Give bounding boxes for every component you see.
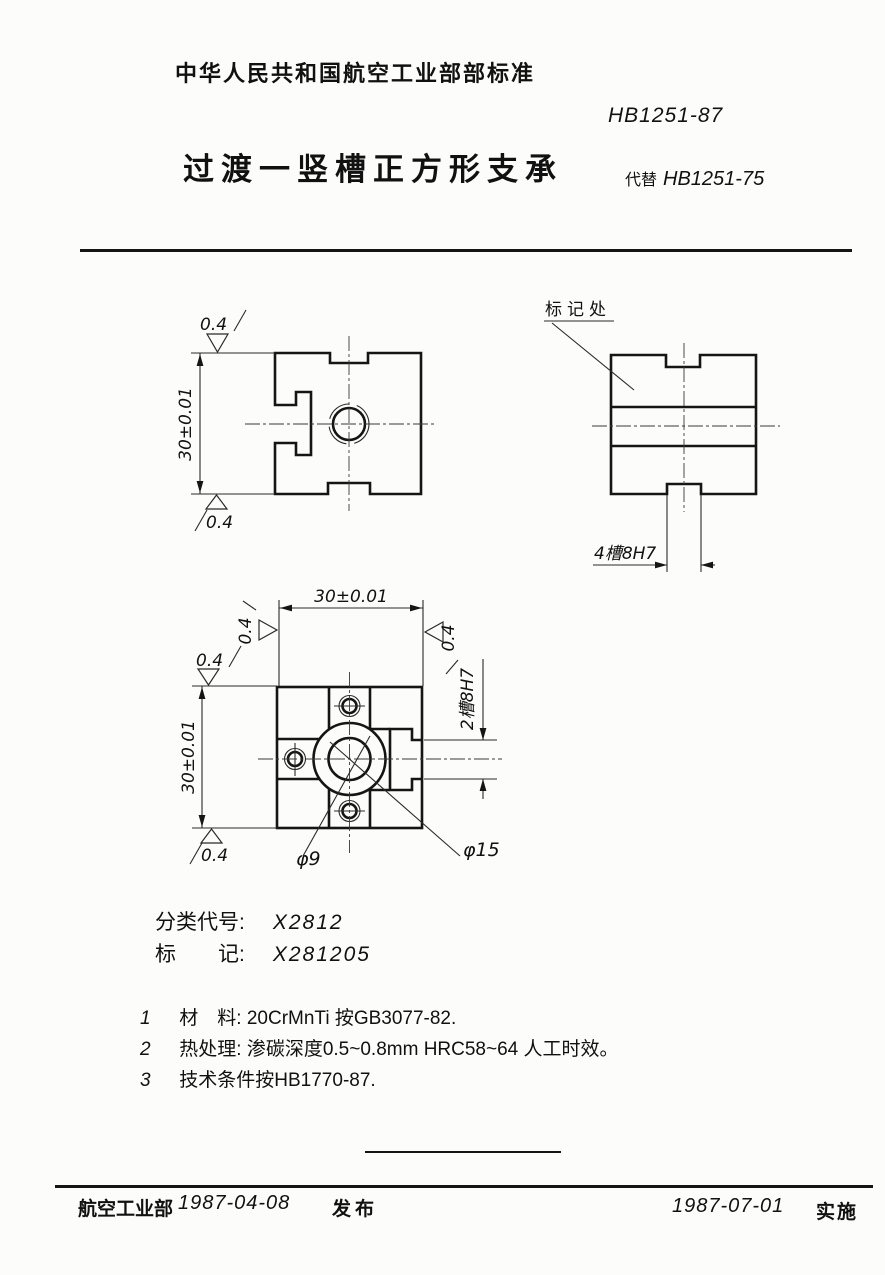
replaces-number: HB1251-75 (663, 168, 765, 190)
classification-code-value: X2812 (272, 911, 344, 934)
plan-width-dimension: 30±0.01 (278, 587, 424, 686)
plan-finish-bottom: 0.4 (189, 828, 228, 866)
plan-dia-small-text: φ9 (296, 848, 321, 870)
header-rule (80, 249, 852, 252)
note-text: 技术条件按HB1770-87. (179, 1070, 376, 1091)
note-text: 材 料: 20CrMnTi 按GB3077-82. (179, 1008, 457, 1029)
front-finish-bottom-value: 0.4 (206, 513, 233, 533)
plan-dia-large-text: φ15 (463, 839, 500, 861)
classification-mark-label: 标 记: (155, 943, 245, 966)
front-height-dim-text: 30±0.01 (176, 387, 196, 461)
classification-code-label: 分类代号: (155, 911, 245, 934)
replaces-note: 代替 HB1251-75 (625, 166, 764, 191)
plan-finish-dim-left-value: 0.4 (236, 617, 256, 644)
front-view: 30±0.01 0.4 0.4 (176, 309, 437, 533)
plan-horizontal-slot (277, 737, 320, 781)
plan-finish-dim-right: 0.4 (423, 620, 459, 675)
plan-finish-left-value: 0.4 (196, 651, 223, 671)
page-title: 过渡一竖槽正方形支承 (183, 152, 563, 187)
front-height-dimension: 30±0.01 (176, 352, 275, 495)
plan-finish-dim-right-value: 0.4 (439, 624, 459, 651)
mid-rule (365, 1151, 561, 1153)
front-finish-top-value: 0.4 (200, 315, 227, 335)
footer-impl-date: 1987-07-01 (672, 1195, 785, 1217)
plan-dia-large-callout: φ15 (329, 741, 500, 861)
note-row: 3 技术条件按HB1770-87. (140, 1065, 376, 1092)
note-number: 1 (140, 1008, 151, 1029)
footer-issue-label: 发布 (332, 1199, 379, 1220)
standard-org-title: 中华人民共和国航空工业部部标准 (175, 61, 536, 86)
footer-impl-label: 实施 (816, 1202, 859, 1223)
mark-location-label: 标记处 (545, 300, 611, 320)
note-text: 热处理: 渗碳深度0.5~0.8mm HRC58~64 人工时效。 (179, 1039, 619, 1060)
plan-vertical-slot (327, 687, 372, 828)
plan-view: 30±0.01 0.4 0.4 30±0.01 (179, 587, 502, 870)
plan-height-dim-text: 30±0.01 (179, 720, 199, 794)
footer-rule (55, 1185, 873, 1188)
note-number: 2 (140, 1039, 151, 1060)
note-row: 2 热处理: 渗碳深度0.5~0.8mm HRC58~64 人工时效。 (140, 1034, 619, 1061)
classification-code-row: 分类代号: X2812 (155, 906, 344, 936)
front-finish-bottom: 0.4 (194, 494, 233, 533)
plan-dia-small-callout: φ9 (296, 735, 371, 870)
plan-height-dimension: 30±0.01 (179, 685, 277, 829)
note-number: 3 (140, 1070, 151, 1091)
plan-finish-left: 0.4 (196, 645, 242, 687)
plan-corner-hole-left (283, 743, 307, 776)
side-slot-dim-text: 4槽8H7 (594, 544, 656, 564)
side-view: 标记处 4槽8H7 (544, 300, 780, 572)
side-mark-callout: 标记处 (544, 300, 635, 391)
footer-issue-date: 1987-04-08 (178, 1192, 291, 1214)
side-view-outline (609, 353, 758, 496)
front-finish-top: 0.4 (200, 309, 247, 354)
footer-org: 航空工业部 (78, 1199, 174, 1220)
replaces-label: 代替 (625, 172, 658, 189)
classification-mark-value: X281205 (272, 943, 371, 966)
front-view-outline (273, 351, 423, 496)
plan-slot-dimension: 2槽8H7 (424, 659, 497, 799)
plan-finish-bottom-value: 0.4 (201, 846, 228, 866)
plan-slot-dim-text: 2槽8H7 (458, 668, 478, 730)
mark-leader-line (551, 322, 635, 391)
document-number: HB1251-87 (608, 104, 724, 127)
plan-t-slot (388, 727, 422, 792)
plan-width-dim-text: 30±0.01 (314, 587, 388, 607)
plan-finish-dim-left: 0.4 (236, 600, 279, 645)
note-row: 1 材 料: 20CrMnTi 按GB3077-82. (140, 1003, 456, 1030)
side-slot-dimension: 4槽8H7 (593, 495, 715, 572)
classification-mark-row: 标 记: X281205 (155, 938, 371, 968)
